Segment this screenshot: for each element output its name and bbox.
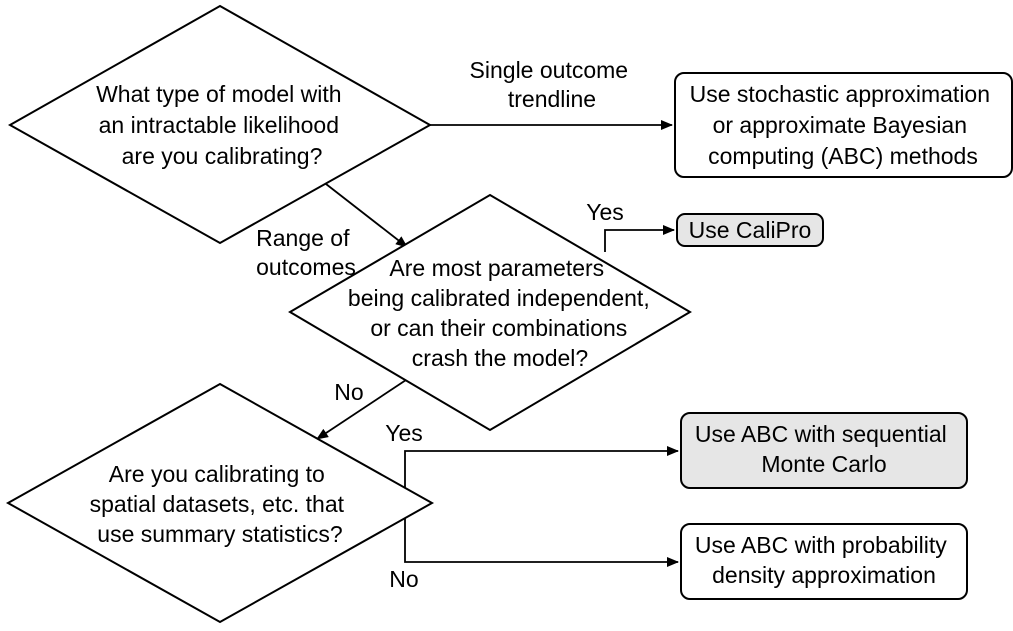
outcome-smc-text: Use ABC with sequential Monte Carlo [695, 421, 953, 477]
decision-model-type-text: What type of model with an intractable l… [96, 81, 348, 169]
decision-independence: Are most parameters being calibrated ind… [288, 193, 692, 432]
edge-label-yes-smc: Yes [385, 420, 423, 446]
outcome-pda-text: Use ABC with probability density approxi… [695, 532, 953, 588]
decision-model-type: What type of model with an intractable l… [7, 4, 433, 245]
edge-yes-calipro [604, 225, 675, 252]
edge-no-pda [404, 498, 679, 567]
edge-range-of-outcomes [325, 183, 408, 248]
decision-spatial: Are you calibrating to spatial datasets,… [5, 382, 435, 624]
decision-independence-text: Are most parameters being calibrated ind… [348, 255, 656, 371]
edge-label-single-outcome: Single outcome trendline [470, 57, 635, 112]
outcome-pda: Use ABC with probability density approxi… [680, 523, 968, 600]
edge-label-no-pda: No [389, 566, 418, 592]
edge-label-range-of-outcomes: Range of outcomes [256, 225, 356, 280]
decision-spatial-text: Are you calibrating to spatial datasets,… [90, 461, 351, 547]
outcome-smc: Use ABC with sequential Monte Carlo [680, 412, 968, 489]
edge-label-yes-calipro: Yes [586, 199, 624, 225]
edge-yes-smc [404, 446, 679, 498]
outcome-calipro-text: Use CaliPro [689, 217, 812, 243]
outcome-calipro: Use CaliPro [676, 213, 824, 247]
edge-label-no-spatial: No [334, 379, 363, 405]
outcome-stochastic: Use stochastic approximation or approxim… [674, 72, 1013, 178]
edge-no-spatial [316, 379, 407, 440]
outcome-stochastic-text: Use stochastic approximation or approxim… [690, 81, 997, 169]
